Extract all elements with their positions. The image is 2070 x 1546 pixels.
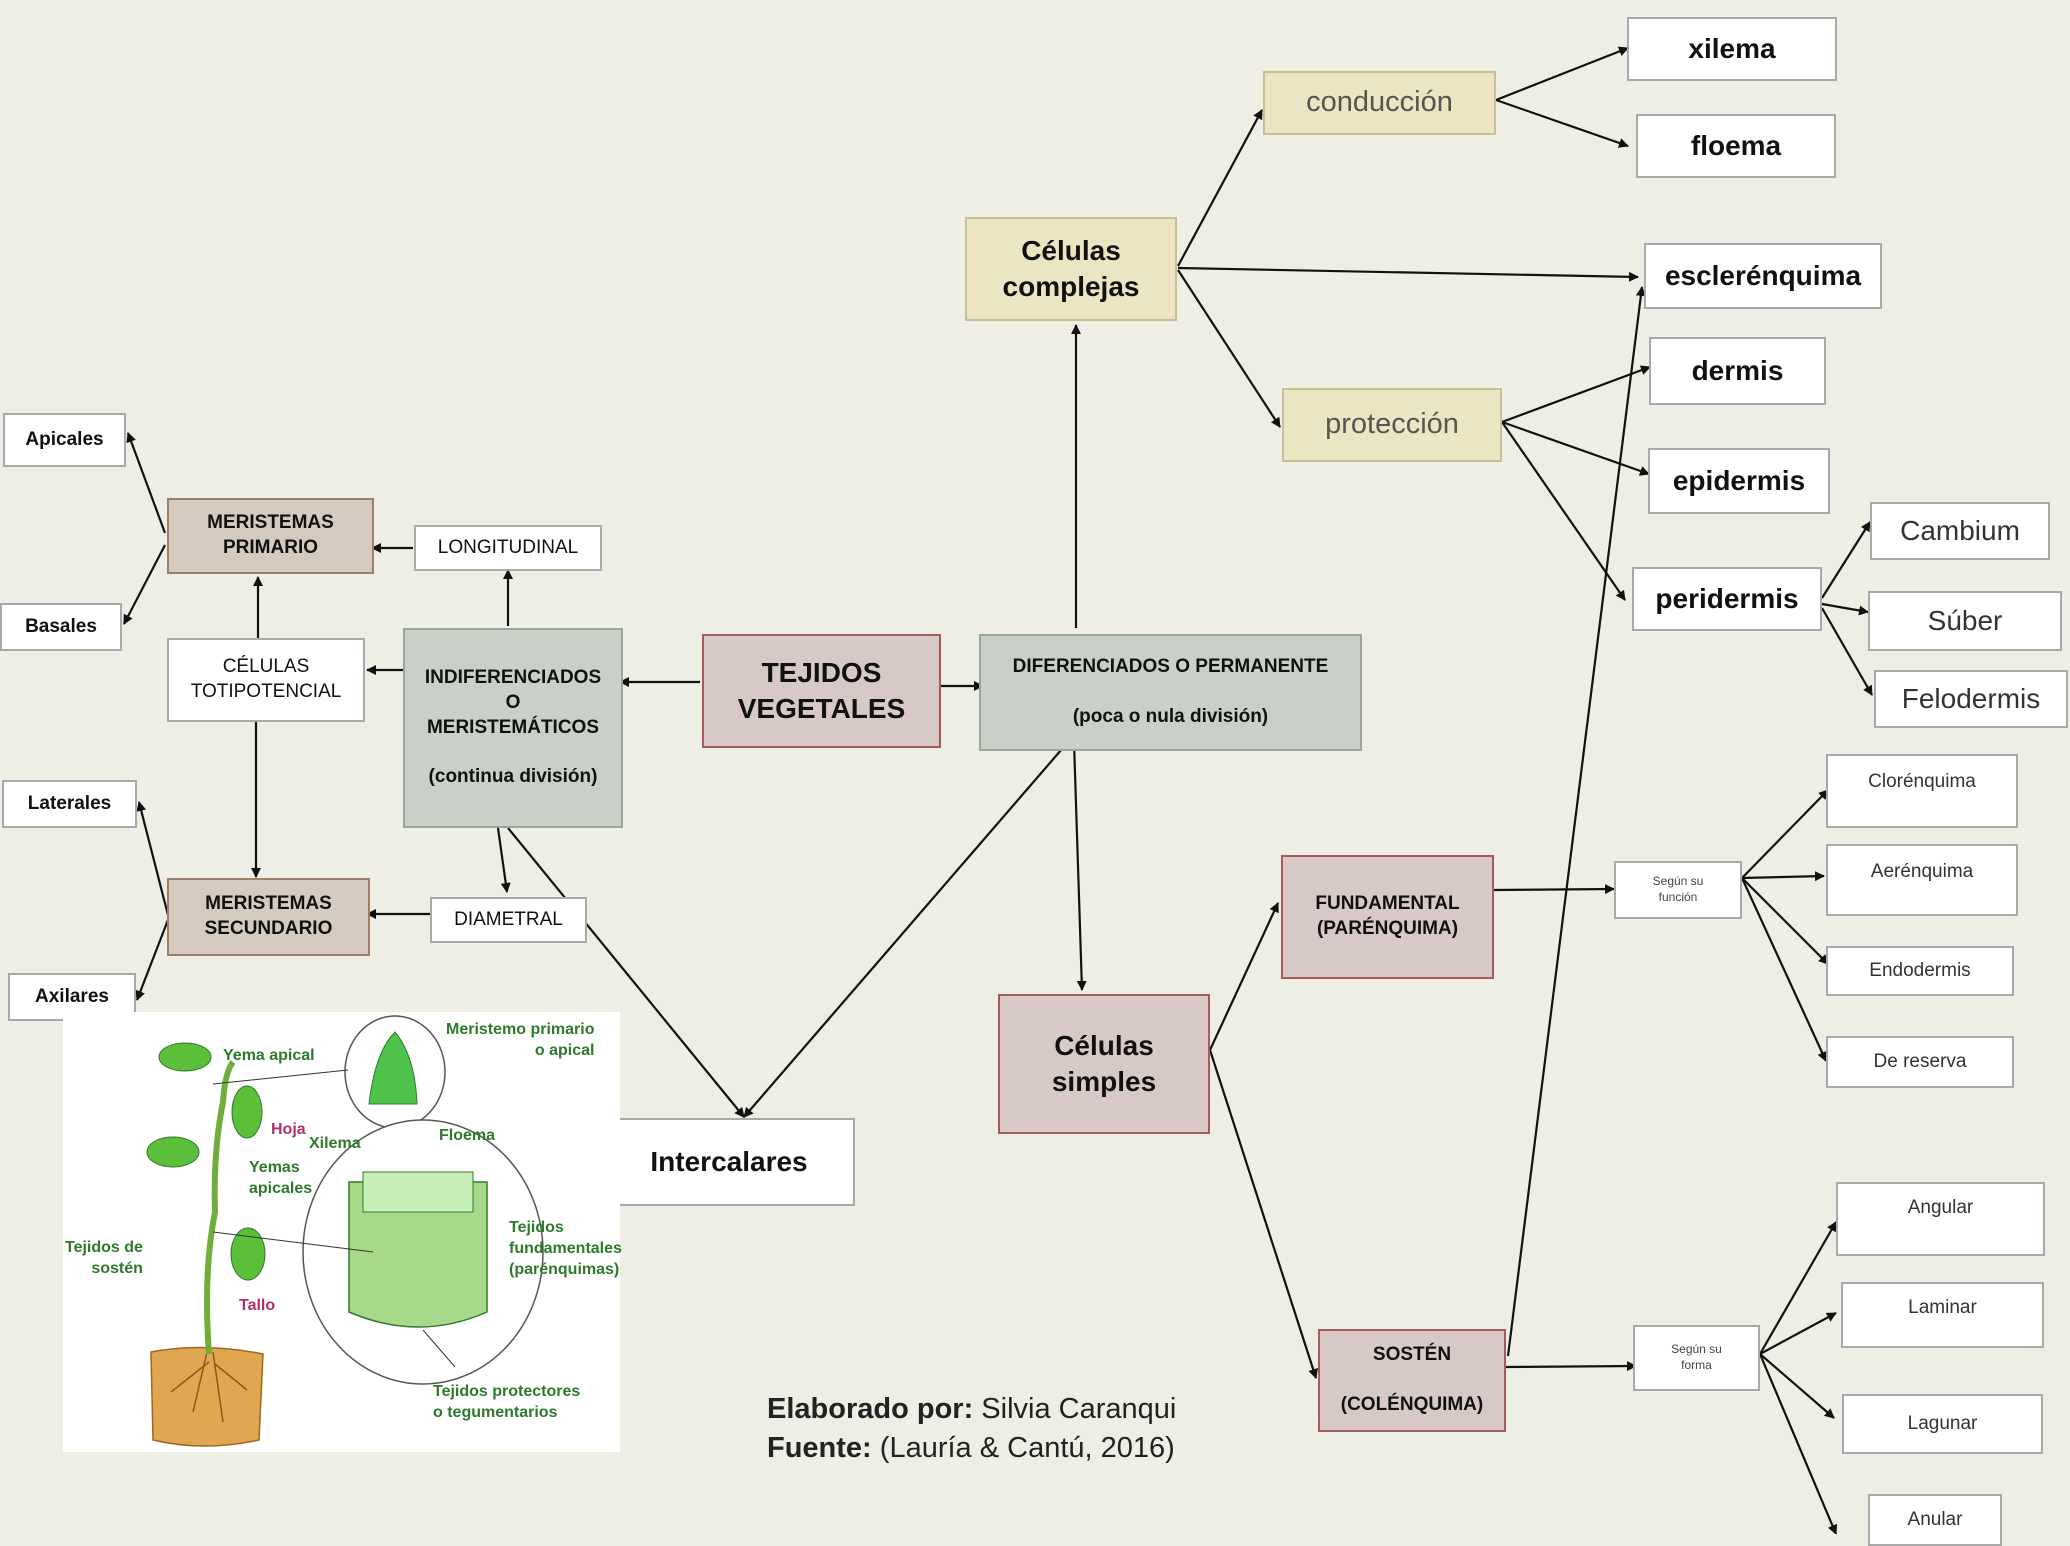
node-apicales: Apicales bbox=[3, 413, 126, 467]
node-epidermis: epidermis bbox=[1648, 448, 1830, 514]
node-celulas-complejas: Células complejas bbox=[965, 217, 1177, 321]
node-celulas-totipotencial: CÉLULAS TOTIPOTENCIAL bbox=[167, 638, 365, 722]
node-sosten: SOSTÉN (COLÉNQUIMA) bbox=[1318, 1329, 1506, 1432]
label-floema: Floema bbox=[439, 1127, 496, 1144]
label-hoja: Hoja bbox=[271, 1121, 306, 1138]
fuente-value: (Lauría & Cantú, 2016) bbox=[879, 1432, 1175, 1465]
node-intercalares: Intercalares bbox=[603, 1118, 855, 1206]
node-segun-su-funcion: Según su función bbox=[1614, 861, 1742, 919]
node-de-reserva: De reserva bbox=[1826, 1036, 2014, 1088]
label-tejidos-protectores: Tejidos protectores o tegumentarios bbox=[433, 1383, 581, 1421]
node-angular: Angular bbox=[1836, 1182, 2045, 1256]
node-laterales: Laterales bbox=[2, 780, 137, 828]
node-diametral: DIAMETRAL bbox=[430, 897, 587, 943]
node-xilema: xilema bbox=[1627, 17, 1837, 81]
node-longitudinal: LONGITUDINAL bbox=[414, 525, 602, 571]
label-meristemo: Meristemo primario o apical bbox=[446, 1021, 595, 1059]
node-diferenciados: DIFERENCIADOS O PERMANENTE (poca o nula … bbox=[979, 634, 1362, 751]
node-cambium: Cambium bbox=[1870, 502, 2050, 560]
fuente-label: Fuente: bbox=[767, 1432, 872, 1465]
node-proteccion: protección bbox=[1282, 388, 1502, 462]
node-peridermis: peridermis bbox=[1632, 567, 1822, 631]
credits-fuente: Fuente: (Lauría & Cantú, 2016) bbox=[767, 1429, 1176, 1468]
node-lagunar: Lagunar bbox=[1842, 1394, 2043, 1454]
node-anular: Anular bbox=[1868, 1494, 2002, 1546]
node-segun-su-forma: Según su forma bbox=[1633, 1325, 1760, 1391]
node-aerenquima: Aerénquima bbox=[1826, 844, 2018, 916]
elaborado-value: Silvia Caranqui bbox=[981, 1393, 1177, 1425]
node-felodermis: Felodermis bbox=[1874, 670, 2068, 728]
node-clorenquima: Clorénquima bbox=[1826, 754, 2018, 828]
label-tallo: Tallo bbox=[239, 1297, 276, 1314]
node-dermis: dermis bbox=[1649, 337, 1826, 405]
node-conduccion: conducción bbox=[1263, 71, 1496, 135]
elaborado-label: Elaborado por: bbox=[767, 1393, 974, 1425]
label-xilema: Xilema bbox=[309, 1135, 361, 1152]
node-fundamental: FUNDAMENTAL (PARÉNQUIMA) bbox=[1281, 855, 1494, 979]
label-tejidos-fundamentales: Tejidos fundamentales (parénquimas) bbox=[509, 1219, 622, 1278]
label-yemas-apicales: Yemas apicales bbox=[249, 1159, 313, 1197]
node-meristemas-primario: MERISTEMAS PRIMARIO bbox=[167, 498, 374, 574]
plant-illustration: Yema apical Meristemo primario o apical … bbox=[63, 1012, 622, 1452]
node-indiferenciados: INDIFERENCIADOS O MERISTEMÁTICOS (contin… bbox=[403, 628, 623, 828]
plant-drawing bbox=[146, 1015, 544, 1447]
credits: Elaborado por: Silvia Caranqui Fuente: (… bbox=[767, 1390, 1176, 1468]
node-esclerenquima: esclerénquima bbox=[1644, 243, 1882, 309]
node-suber: Súber bbox=[1868, 591, 2062, 651]
label-tejidos-sosten: Tejidos de sostén bbox=[65, 1239, 143, 1277]
node-endodermis: Endodermis bbox=[1826, 946, 2014, 996]
node-meristemas-secundario: MERISTEMAS SECUNDARIO bbox=[167, 878, 370, 956]
label-yema-apical: Yema apical bbox=[223, 1047, 315, 1064]
credits-elaborado: Elaborado por: Silvia Caranqui bbox=[767, 1390, 1176, 1429]
node-laminar: Laminar bbox=[1841, 1282, 2044, 1348]
node-celulas-simples: Células simples bbox=[998, 994, 1210, 1134]
node-tejidos-vegetales: TEJIDOS VEGETALES bbox=[702, 634, 941, 748]
node-floema: floema bbox=[1636, 114, 1836, 178]
node-basales: Basales bbox=[0, 603, 122, 651]
